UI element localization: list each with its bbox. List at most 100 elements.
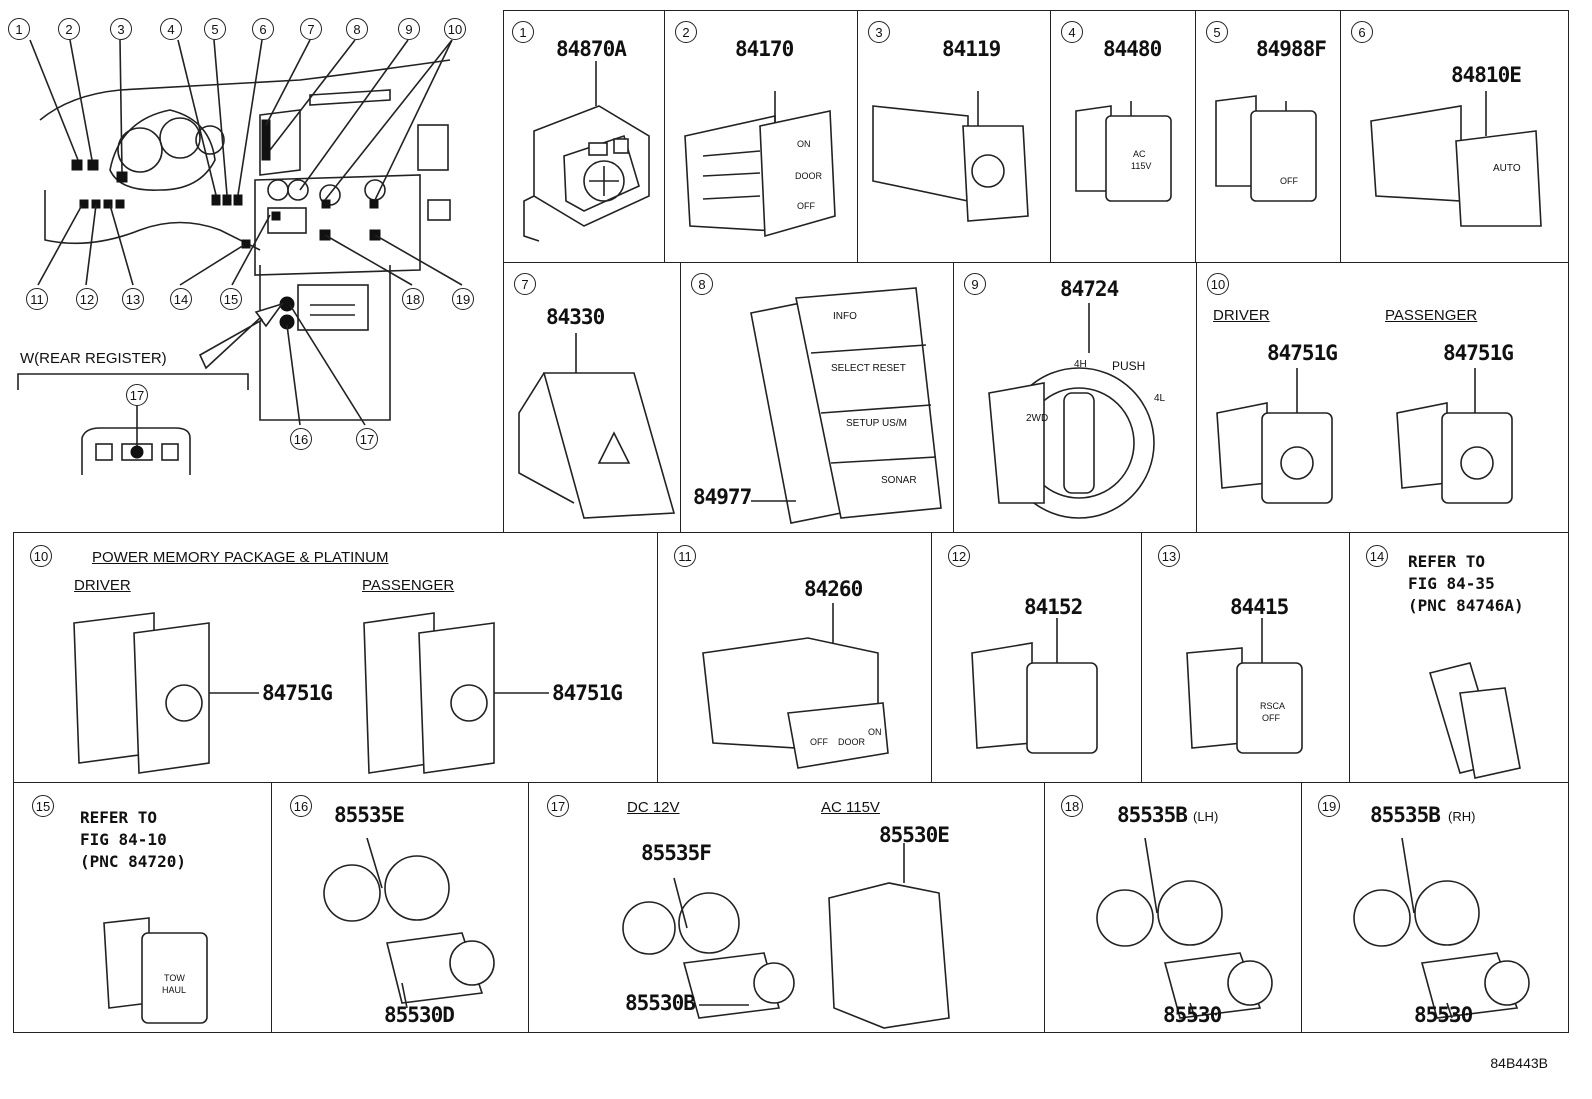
dashboard-drawing <box>17 39 463 475</box>
index-19: 19 <box>1318 795 1340 817</box>
haul-label: HAUL <box>162 985 187 995</box>
part-number: 84119 <box>942 37 1001 61</box>
driver-label: DRIVER <box>74 577 131 594</box>
part-number-bottom: 85530 <box>1414 1003 1473 1027</box>
index-16: 16 <box>290 795 312 817</box>
index-17: 17 <box>547 795 569 817</box>
part-number-top: 85535B <box>1370 803 1441 827</box>
index-9: 9 <box>964 273 986 295</box>
on-label: ON <box>868 727 882 737</box>
index-5: 5 <box>1206 21 1228 43</box>
overview-callout-2: 2 <box>58 18 80 40</box>
overview-callout-3: 3 <box>110 18 132 40</box>
side-label: (LH) <box>1193 809 1219 824</box>
passenger-label: PASSENGER <box>1385 307 1478 324</box>
cell-10b: 10 POWER MEMORY PACKAGE & PLATINUM DRIVE… <box>13 532 658 783</box>
rear-outlet-lh-drawing <box>1096 837 1273 1019</box>
refer-note: REFER TO FIG 84-10 (PNC 84720) <box>80 808 186 871</box>
cell-10a: 10 DRIVER PASSENGER 84751G 84751G <box>1196 262 1569 533</box>
info-label: INFO <box>833 311 857 322</box>
part-number: 84870A <box>556 37 627 61</box>
index-3: 3 <box>868 21 890 43</box>
part-number: 84260 <box>804 577 863 601</box>
overview-callout-11: 11 <box>26 288 48 310</box>
overview-callout-18: 18 <box>402 288 424 310</box>
cell-17: 17 DC 12V AC 115V 85535F 85530E 85530B <box>528 782 1045 1033</box>
tow-label: TOW <box>164 973 185 983</box>
overview-callout-7: 7 <box>300 18 322 40</box>
dc-part-number: 85535F <box>641 841 712 865</box>
cell-11: 11 84260 OFF DOOR ON <box>657 532 932 783</box>
cell-4: 4 84480 AC 115V <box>1050 10 1196 263</box>
overview-callout-10: 10 <box>444 18 466 40</box>
cell-1: 1 84870A <box>503 10 665 263</box>
overview-callout-19: 19 <box>452 288 474 310</box>
driver-part-number: 84751G <box>262 681 333 705</box>
rear-outlet-rh-drawing <box>1353 837 1530 1019</box>
cell-8: 8 INFO SELECT RESET SETUP US/M SONAR 849… <box>680 262 954 533</box>
cell-16: 16 85535E 85530D <box>271 782 529 1033</box>
driver-part-number: 84751G <box>1267 341 1338 365</box>
cell-19: 19 85535B (RH) 85530 <box>1301 782 1569 1033</box>
cell-12: 12 84152 <box>931 532 1142 783</box>
cell-7: 7 84330 <box>503 262 681 533</box>
overview-callout-15: 15 <box>220 288 242 310</box>
sonar-label: SONAR <box>881 475 917 486</box>
ac-label: AC 115V <box>821 799 880 816</box>
driver-label: DRIVER <box>1213 307 1270 324</box>
index-12: 12 <box>948 545 970 567</box>
rear-register-callout: 17 <box>126 384 148 406</box>
2wd-label: 2WD <box>1026 413 1049 424</box>
part-number: 84415 <box>1230 595 1289 619</box>
off-label: OFF <box>1280 176 1298 186</box>
index-7: 7 <box>514 273 536 295</box>
4l-label: 4L <box>1154 393 1166 404</box>
cell-3: 3 84119 <box>857 10 1051 263</box>
auto-label: AUTO <box>1493 163 1521 174</box>
ac-outlet-switch-drawing <box>1075 101 1172 202</box>
overview-callout-17: 17 <box>356 428 378 450</box>
index-15: 15 <box>32 795 54 817</box>
select-reset-label: SELECT RESET <box>831 363 906 374</box>
index-11: 11 <box>674 545 696 567</box>
door-label: DOOR <box>838 737 865 747</box>
outlets-drawing <box>622 843 950 1029</box>
off-label: OFF <box>810 737 828 747</box>
index-1: 1 <box>512 21 534 43</box>
part-number: 84977 <box>693 485 752 509</box>
index-6: 6 <box>1351 21 1373 43</box>
switch-label-on: ON <box>797 139 811 149</box>
multi-switch-drawing <box>750 287 942 524</box>
cell-18: 18 85535B (LH) 85530 <box>1044 782 1302 1033</box>
index-14: 14 <box>1366 545 1388 567</box>
overview-callout-4: 4 <box>160 18 182 40</box>
cell-13: 13 84415 RSCA OFF <box>1141 532 1350 783</box>
passenger-part-number: 84751G <box>552 681 623 705</box>
diagram-code: 84B443B <box>1490 1055 1548 1071</box>
voltage-label: 115V <box>1131 161 1152 171</box>
index-10: 10 <box>1207 273 1229 295</box>
dc-bottom-part-number: 85530B <box>625 991 696 1015</box>
cell-14: 14 REFER TO FIG 84-35 (PNC 84746A) <box>1349 532 1569 783</box>
memory-seat-switch-drawing <box>73 612 549 774</box>
part-number: 84810E <box>1451 63 1522 87</box>
part-number: 84330 <box>546 305 605 329</box>
switch-label-off: OFF <box>797 201 815 211</box>
rsca-switch-drawing <box>1186 618 1303 754</box>
off-label: OFF <box>1262 713 1280 723</box>
cell-2: 2 84170 ON DOOR OFF <box>664 10 858 263</box>
overview-callout-1: 1 <box>8 18 30 40</box>
seat-heater-switch-drawing <box>1216 368 1513 504</box>
dashboard-overview: 1 2 3 4 5 6 7 8 9 10 11 12 13 14 15 18 1… <box>0 0 500 540</box>
part-number-top: 85535B <box>1117 803 1188 827</box>
index-18: 18 <box>1061 795 1083 817</box>
part-number: 84724 <box>1060 277 1119 301</box>
rear-register-label: W(REAR REGISTER) <box>20 350 167 367</box>
index-8: 8 <box>691 273 713 295</box>
part-number-bottom: 85530 <box>1163 1003 1222 1027</box>
index-2: 2 <box>675 21 697 43</box>
part-number-top: 85535E <box>334 803 405 827</box>
vsc-off-switch-drawing <box>1215 95 1317 202</box>
push-label: PUSH <box>1112 359 1146 373</box>
4h-label: 4H <box>1074 359 1087 370</box>
